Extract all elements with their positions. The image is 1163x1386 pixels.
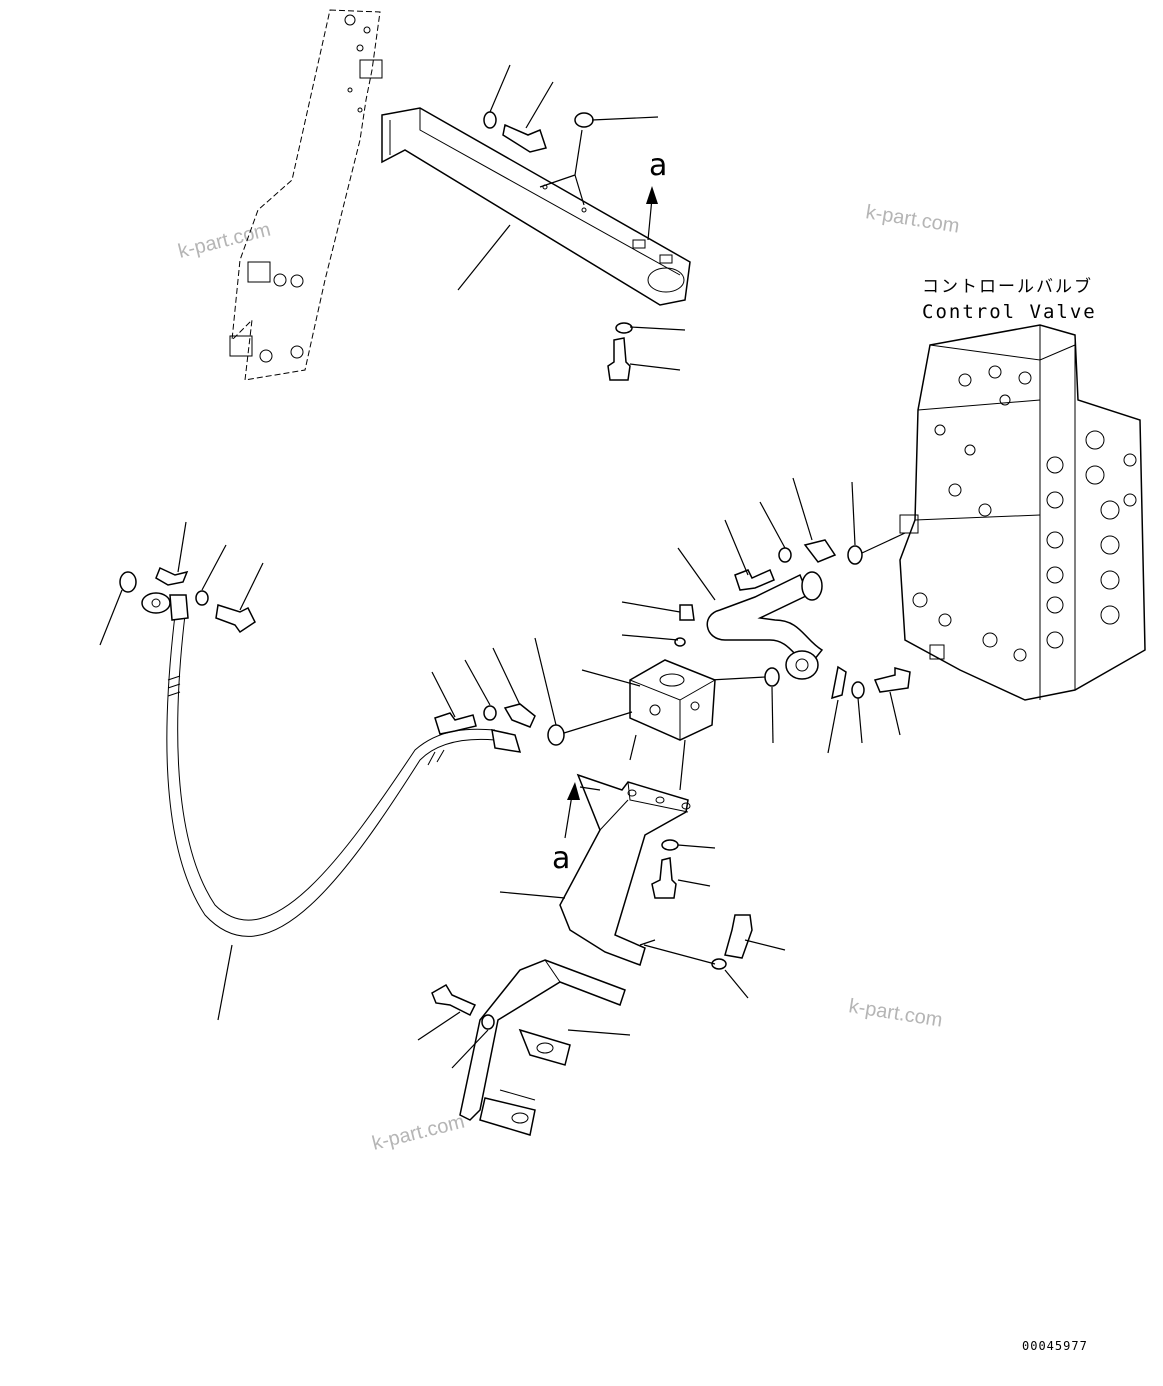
split-flange [503, 703, 536, 728]
leader-lines-top [457, 64, 686, 371]
bolt [607, 337, 631, 381]
view-arrow-bottom: a [552, 782, 601, 876]
bolt [724, 914, 753, 959]
washer [615, 322, 633, 334]
bolt [734, 568, 775, 591]
o-ring [674, 637, 686, 647]
o-ring [547, 724, 565, 746]
view-marker-bottom: a [552, 841, 570, 876]
bolt [502, 123, 547, 153]
hydraulic-hose [141, 592, 522, 937]
watermark: k-part.com [176, 219, 273, 263]
leader-lines-hose [99, 521, 521, 1021]
bolt [651, 857, 677, 899]
o-ring [764, 667, 780, 687]
bolt [431, 983, 477, 1017]
control-valve [899, 324, 1146, 701]
control-valve-label-en: Control Valve [922, 301, 1097, 323]
mounting-bracket [459, 959, 626, 1136]
leader-lines-block [534, 601, 686, 791]
o-ring [119, 571, 137, 593]
view-arrow-top: a [646, 148, 667, 241]
split-flange [155, 566, 189, 586]
watermark: k-part.com [370, 1111, 467, 1155]
frame-plate [229, 9, 383, 381]
washer [483, 705, 497, 721]
washer [711, 958, 727, 970]
bolt [873, 667, 911, 693]
plug [679, 604, 695, 621]
watermark: k-part.com [864, 201, 961, 238]
leader-lines-valve-tube [677, 477, 901, 754]
bracket-beam [381, 107, 691, 306]
washer [851, 681, 865, 699]
plug [574, 112, 594, 128]
washer [195, 590, 209, 606]
split-flange [831, 665, 847, 700]
manifold-block [629, 659, 716, 741]
view-marker-top: a [649, 148, 667, 183]
washer [661, 839, 679, 851]
control-valve-label-jp: コントロールバルブ [922, 276, 1093, 297]
washer [483, 111, 497, 129]
o-ring [847, 481, 906, 565]
valve-tube [706, 571, 824, 680]
watermark: k-part.com [847, 995, 944, 1032]
washer [481, 1014, 495, 1030]
leader-lines-mount [417, 1011, 631, 1069]
support-bracket [559, 773, 691, 966]
split-flange [803, 539, 837, 563]
document-number: 00045977 [1022, 1339, 1088, 1353]
leader-lines-bracket [499, 844, 786, 999]
bolt [434, 712, 477, 735]
washer [778, 547, 792, 563]
bolt [215, 604, 256, 634]
